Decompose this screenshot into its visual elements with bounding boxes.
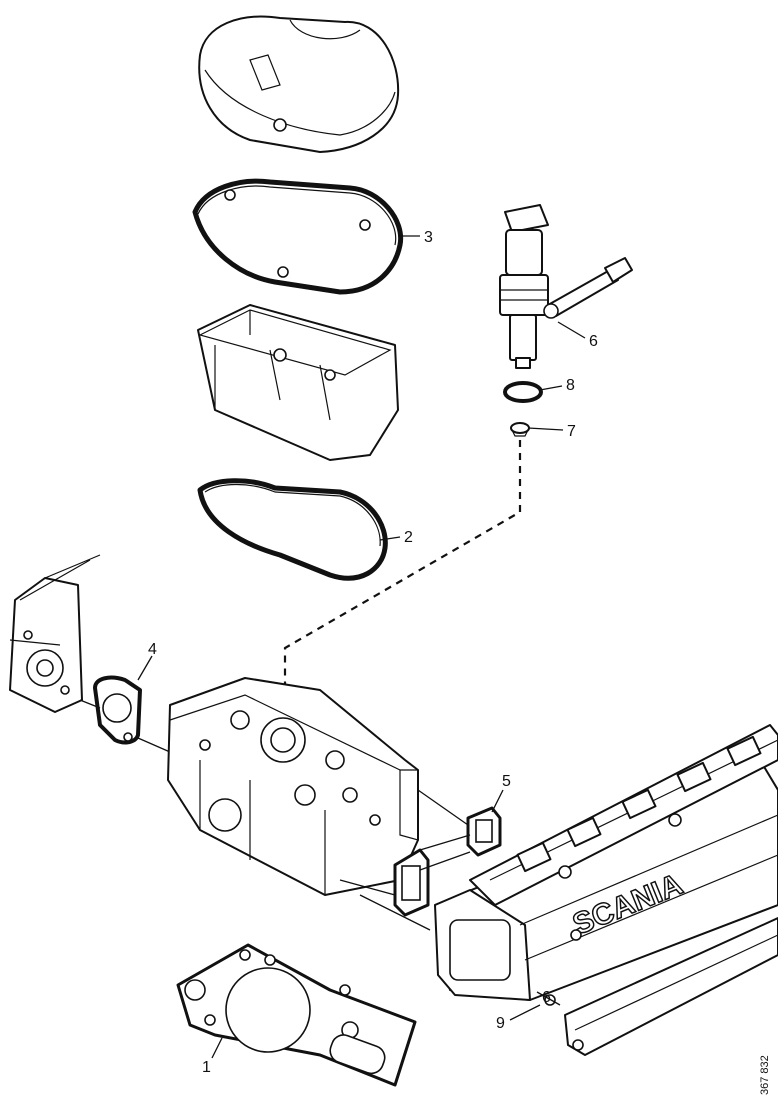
manifold-gasket-lower [393, 848, 430, 917]
callout-9: 9 [496, 1015, 505, 1032]
callout-3: 3 [424, 229, 433, 246]
o-ring [503, 381, 543, 403]
plug [536, 991, 561, 1006]
inlet-manifold: SCANIA [434, 759, 778, 1001]
cover-spacer-frame [197, 304, 399, 461]
frame-gasket [197, 478, 388, 581]
callout-7: 7 [567, 423, 576, 440]
clamp-bolt [543, 257, 633, 319]
cylinder-head [167, 677, 419, 896]
callout-5: 5 [502, 773, 511, 790]
head-gasket [176, 943, 417, 1087]
callout-6: 6 [589, 333, 598, 350]
callout-1: 1 [202, 1059, 211, 1076]
sealing-washer [510, 422, 530, 437]
injector [499, 204, 549, 369]
valve-cover-gasket [192, 178, 404, 295]
rail [564, 917, 778, 1056]
valve-cover [198, 15, 400, 153]
rocker-shaft-assembly [469, 724, 778, 906]
callout-2: 2 [404, 529, 413, 546]
manifold-gasket-upper [466, 806, 502, 857]
callout-6-lower: 6 [542, 989, 551, 1006]
flange-gasket [93, 675, 142, 745]
callout-8: 8 [566, 377, 575, 394]
rear-housing [9, 554, 101, 713]
callout-4: 4 [148, 641, 157, 658]
drawing-reference: 367 832 [759, 1055, 771, 1095]
